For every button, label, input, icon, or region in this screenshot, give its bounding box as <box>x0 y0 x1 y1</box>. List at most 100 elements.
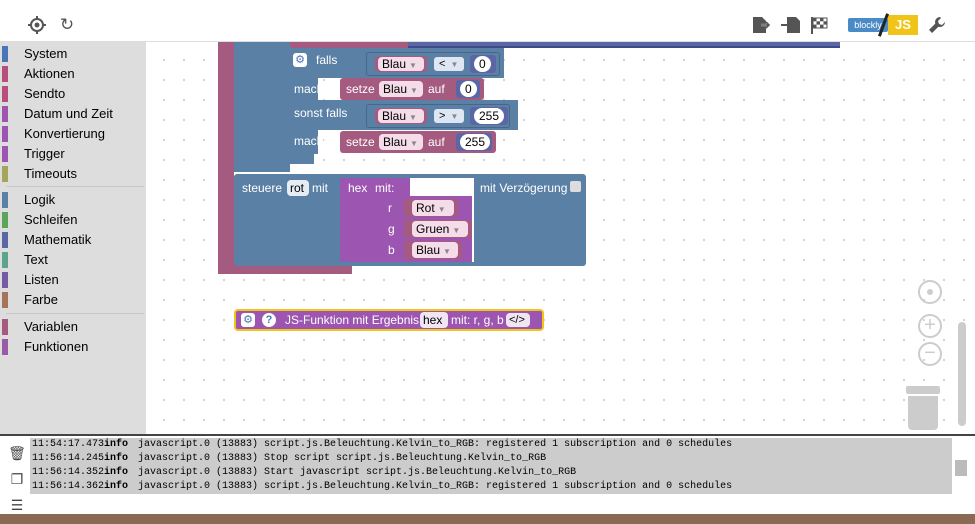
category-label: Datum und Zeit <box>24 106 113 121</box>
condition-block-top[interactable] <box>408 42 840 48</box>
editor-toolbar: ↻ blockly JS <box>0 8 975 42</box>
category-label: Logik <box>24 192 56 207</box>
category-system[interactable]: System <box>0 44 146 64</box>
category-divider <box>6 186 144 187</box>
auf-label: auf <box>428 135 445 149</box>
category-timeouts[interactable]: Timeouts <box>0 164 146 184</box>
param-b-label: b <box>388 243 395 257</box>
category-datum-und-zeit[interactable]: Datum und Zeit <box>0 104 146 124</box>
var-block[interactable]: Blau▼ <box>375 108 427 124</box>
category-color-swatch <box>2 212 8 228</box>
log-level: info <box>104 453 129 464</box>
log-scrollbar[interactable] <box>955 460 967 476</box>
copy-icon[interactable]: ❐ <box>10 471 24 487</box>
then-row-1[interactable] <box>286 78 318 102</box>
category-konvertierung[interactable]: Konvertierung <box>0 124 146 144</box>
number-field[interactable]: 0 <box>460 81 477 97</box>
hex-mit-label: mit: <box>375 181 395 195</box>
variable-dropdown[interactable]: Blau▼ <box>378 57 424 71</box>
category-listen[interactable]: Listen <box>0 270 146 290</box>
category-label: Funktionen <box>24 339 89 354</box>
variable-dropdown[interactable]: Blau▼ <box>412 242 458 258</box>
js-function-block[interactable] <box>234 309 544 331</box>
js-function-label: JS-Funktion mit Ergebnis <box>285 313 420 327</box>
desktop-background-strip <box>0 514 975 524</box>
log-level: info <box>104 467 129 478</box>
log-message: javascript.0 (13883) Start javascript sc… <box>138 467 577 478</box>
sonst-falls-label: sonst falls <box>294 106 348 120</box>
category-trigger[interactable]: Trigger <box>0 144 146 164</box>
export-icon[interactable] <box>750 14 772 36</box>
category-color-swatch <box>2 166 8 182</box>
category-color-swatch <box>2 106 8 122</box>
workspace-scrollbar[interactable] <box>958 322 966 426</box>
center-icon[interactable] <box>918 280 942 304</box>
variable-dropdown[interactable]: Blau▼ <box>378 109 424 123</box>
category-color-swatch <box>2 126 8 142</box>
category-color-swatch <box>2 86 8 102</box>
wrench-icon[interactable] <box>926 14 948 36</box>
category-divider <box>6 313 144 314</box>
category-color-swatch <box>2 232 8 248</box>
zoom-in-icon[interactable]: + <box>918 314 942 338</box>
function-args-label: mit: r, g, b <box>451 313 504 327</box>
number-field[interactable]: 255 <box>460 134 491 150</box>
hex-label: hex <box>348 181 368 195</box>
mache-label: mache <box>294 82 331 96</box>
target-icon[interactable] <box>26 14 48 36</box>
help-icon[interactable]: ? <box>262 313 276 327</box>
delete-icon[interactable]: 🗑 <box>8 445 26 461</box>
delay-checkbox[interactable] <box>570 181 581 192</box>
category-logik[interactable]: Logik <box>0 190 146 210</box>
blockly-js-toggle[interactable]: blockly JS <box>844 13 918 37</box>
category-funktionen[interactable]: Funktionen <box>0 337 146 357</box>
category-color-swatch <box>2 146 8 162</box>
gear-icon[interactable]: ⚙ <box>241 313 255 327</box>
gear-icon[interactable]: ⚙ <box>293 53 307 67</box>
category-color-swatch <box>2 66 8 82</box>
refresh-icon[interactable]: ↻ <box>59 15 75 34</box>
category-color-swatch <box>2 272 8 288</box>
number-field[interactable]: 0 <box>474 56 491 72</box>
category-aktionen[interactable]: Aktionen <box>0 64 146 84</box>
operator-dropdown[interactable]: <▼ <box>434 57 464 71</box>
trash-icon[interactable] <box>908 396 938 430</box>
variable-dropdown[interactable]: Blau▼ <box>379 134 423 150</box>
category-label: System <box>24 46 68 61</box>
category-color-swatch <box>2 252 8 268</box>
variable-dropdown[interactable]: Blau▼ <box>379 81 423 97</box>
category-sendto[interactable]: Sendto <box>0 84 146 104</box>
event-block-header[interactable] <box>286 42 408 48</box>
if-block-footer[interactable] <box>286 154 314 164</box>
logic-block-stem[interactable] <box>234 42 290 172</box>
then-row-2[interactable] <box>286 130 318 154</box>
event-block-footer[interactable] <box>218 264 352 274</box>
toggle-icon[interactable]: ☰ <box>10 497 24 513</box>
variable-dropdown[interactable]: Rot▼ <box>412 200 454 216</box>
import-icon[interactable] <box>780 14 802 36</box>
checkered-flag-icon[interactable] <box>808 14 830 36</box>
category-variablen[interactable]: Variablen <box>0 317 146 337</box>
code-editor-button[interactable]: </> <box>506 313 530 327</box>
variable-dropdown[interactable]: Gruen▼ <box>412 221 468 237</box>
category-schleifen[interactable]: Schleifen <box>0 210 146 230</box>
category-label: Trigger <box>24 146 65 161</box>
log-message: javascript.0 (13883) script.js.Beleuchtu… <box>138 439 733 450</box>
operator-dropdown[interactable]: >▼ <box>434 109 464 123</box>
function-name-field[interactable]: hex <box>420 312 448 328</box>
category-label: Aktionen <box>24 66 75 81</box>
category-farbe[interactable]: Farbe <box>0 290 146 310</box>
number-field[interactable]: 255 <box>474 108 505 124</box>
var-block[interactable]: Blau▼ <box>375 56 427 72</box>
category-text[interactable]: Text <box>0 250 146 270</box>
category-mathematik[interactable]: Mathematik <box>0 230 146 250</box>
log-message: javascript.0 (13883) script.js.Beleuchtu… <box>138 481 733 492</box>
target-field[interactable]: rot <box>287 180 309 196</box>
zoom-out-icon[interactable]: − <box>918 342 942 366</box>
category-label: Listen <box>24 272 59 287</box>
event-block-frame[interactable] <box>218 42 234 274</box>
log-time: 11:56:14.352 <box>32 467 105 478</box>
